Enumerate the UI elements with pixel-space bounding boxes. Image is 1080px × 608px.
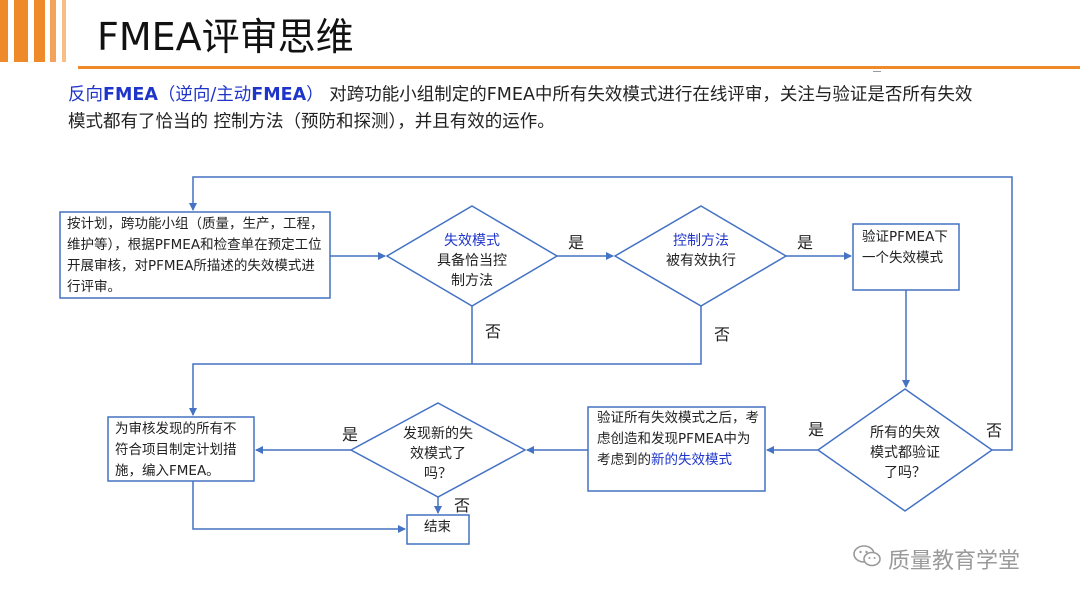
watermark: 质量教育学堂 [852,543,1020,575]
diamond1-text-highlight: 失效模式 [444,233,500,249]
end-box-text: 结束 [424,519,451,535]
header-divider [78,66,1080,69]
no-label: 否 [485,322,502,341]
page-title: FMEA评审思维 [97,15,354,59]
action-box-shape [107,416,255,482]
consider-box-text-main: 验证所有失效模式之后，考虑创造和发现PFMEA中为考虑到的 [597,410,759,468]
consider-box-text-highlight: 新的失效模式 [651,452,732,468]
consider-box-shape [587,406,766,492]
header-stripe [34,0,45,62]
connector [189,176,1013,451]
connector [189,306,702,416]
action-box-text: 为审核发现的所有不符合项目制定计划措施，编入FMEA。 [115,421,237,479]
no-label: 否 [714,325,731,344]
header-stripe [14,0,28,62]
verify-next-box-text: 验证PFMEA下一个失效模式 [862,229,948,266]
no-label: 否 [986,421,1003,440]
connector [192,481,406,533]
start-box-text: 按计划，跨功能小组（质量，生产，工程，维护等），根据PFMEA和检查单在预定工位… [67,216,324,295]
diamond1-text: 失效模式 具备恰当控制方法 [436,231,508,291]
intro-paren-bold: FMEA [251,85,307,105]
no-label: 否 [454,496,471,515]
diamond3-text: 所有的失效模式都验证了吗？ [870,425,940,481]
start-box-shape [59,211,331,299]
header-stripe [0,0,8,62]
header-stripe [50,0,56,62]
verify-next-box-shape [852,223,960,291]
intro-paragraph: 反向FMEA（逆向/主动FMEA） 对跨功能小组制定的FMEA中所有失效模式进行… [68,82,988,136]
header-mark [873,71,881,72]
diamond2-text-main: 被有效执行 [666,253,736,269]
yes-label: 是 [342,425,359,444]
end-box-shape [406,514,470,545]
diamond4-text: 发现新的失效模式了吗？ [403,426,473,482]
diamond1-text-main: 具备恰当控制方法 [437,253,507,289]
header-stripe [62,0,66,62]
wechat-icon [852,544,882,574]
diamond3-shape [816,388,994,512]
diamond2-text: 控制方法 被有效执行 [665,231,737,271]
intro-paren-close: ） [306,85,324,105]
yes-label: 是 [568,233,585,252]
watermark-text: 质量教育学堂 [888,549,1021,574]
yes-label: 是 [808,420,825,439]
yes-label: 是 [797,233,814,252]
consider-box-text: 验证所有失效模式之后，考虑创造和发现PFMEA中为考虑到的新的失效模式 [597,408,759,471]
intro-body: 对跨功能小组制定的FMEA中所有失效模式进行在线评审，关注与验证是否所有失效模式… [68,85,973,132]
diamond2-text-highlight: 控制方法 [673,233,729,249]
intro-paren-open: （逆向/主动 [157,85,252,105]
intro-prefix: 反向 [68,85,103,105]
intro-prefix-bold: FMEA [103,85,158,105]
